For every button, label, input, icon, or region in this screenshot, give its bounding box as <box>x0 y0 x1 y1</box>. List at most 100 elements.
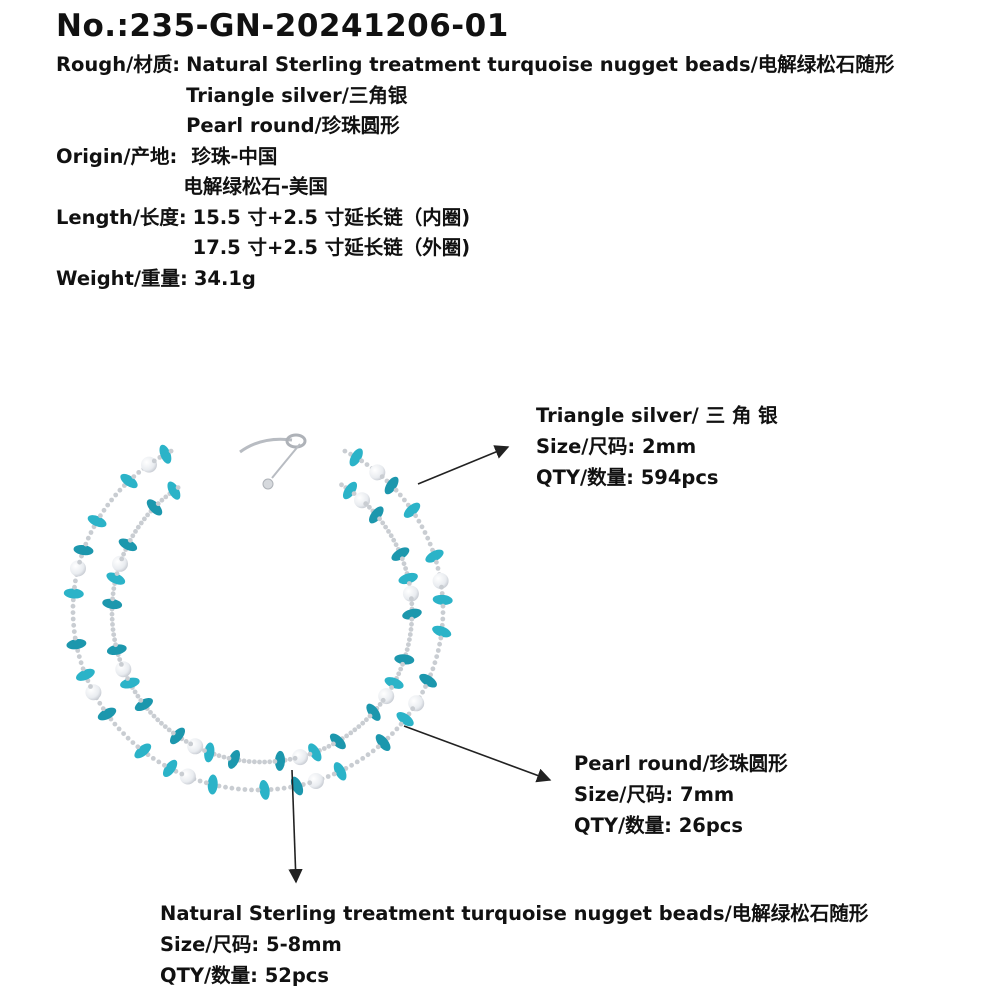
turquoise-nugget-bead <box>97 707 117 721</box>
spec-rough-silver: Triangle silver/三角银 <box>186 83 408 107</box>
triangle-silver-bead <box>125 676 130 681</box>
triangle-silver-bead <box>257 759 262 765</box>
triangle-silver-bead <box>166 727 172 733</box>
pearl-round-bead <box>179 768 196 785</box>
turquoise-nugget-bead <box>204 742 215 763</box>
spec-label-origin: Origin/产地: <box>56 144 178 168</box>
callout-turquoise-qty: QTY/数量: 52pcs <box>160 964 329 987</box>
triangle-silver-bead <box>380 520 386 526</box>
turquoise-nugget-bead <box>342 481 358 500</box>
pearl-round-bead <box>378 688 395 705</box>
triangle-silver-bead <box>229 785 235 791</box>
triangle-silver-bead <box>121 551 126 557</box>
triangle-silver-bead <box>188 741 194 747</box>
triangle-silver-bead <box>375 744 381 750</box>
turquoise-nugget-bead <box>120 677 140 689</box>
triangle-silver-bead <box>432 660 438 666</box>
turquoise-nugget-bead <box>366 703 381 721</box>
triangle-silver-bead <box>434 654 440 659</box>
turquoise-nugget-bead <box>432 625 452 638</box>
triangle-silver-bead <box>88 530 94 535</box>
triangle-silver-bead <box>73 578 78 584</box>
triangle-silver-bead <box>133 529 138 534</box>
triangle-silver-bead <box>109 611 115 617</box>
spec-row-length: Length/长度: 15.5 寸+2.5 寸延长链（内圈) 17.5 寸+2.… <box>56 203 894 264</box>
triangle-silver-bead <box>70 610 76 615</box>
triangle-silver-bead <box>391 537 397 543</box>
triangle-silver-bead <box>262 759 267 765</box>
turquoise-nugget-bead <box>369 506 384 524</box>
turquoise-nugget-bead <box>384 476 399 495</box>
triangle-silver-bead <box>401 561 407 567</box>
triangle-silver-bead <box>398 721 404 727</box>
product-number-title: No.:235-GN-20241206-01 <box>56 8 509 44</box>
triangle-silver-bead <box>413 513 418 519</box>
pearl-round-bead <box>432 572 449 589</box>
pearl-round-bead <box>307 773 324 789</box>
triangle-silver-bead <box>101 507 107 513</box>
triangle-silver-bead <box>402 497 407 503</box>
triangle-silver-bead <box>197 778 203 784</box>
callout-triangle-silver-name: Triangle silver/ 三 角 银 <box>536 404 778 427</box>
triangle-silver-bead <box>135 524 141 530</box>
triangle-silver-bead <box>77 559 82 565</box>
triangle-silver-bead <box>236 786 241 792</box>
triangle-silver-bead <box>138 698 144 703</box>
triangle-silver-bead <box>112 721 118 727</box>
turquoise-nugget-bead <box>76 668 95 681</box>
triangle-silver-bead <box>281 785 287 791</box>
triangle-silver-bead <box>403 566 408 571</box>
triangle-silver-bead <box>396 671 402 677</box>
triangle-silver-bead <box>159 497 165 503</box>
turquoise-nugget-bead <box>207 774 218 795</box>
triangle-silver-bead <box>112 637 117 643</box>
triangle-silver-bead <box>76 654 82 659</box>
triangle-silver-bead <box>111 632 117 637</box>
necklace-inner-strand <box>102 481 422 771</box>
triangle-silver-bead <box>292 755 298 761</box>
turquoise-nugget-bead <box>134 743 152 759</box>
triangle-silver-bead <box>440 603 446 609</box>
triangle-silver-bead <box>352 727 358 733</box>
triangle-silver-bead <box>409 596 414 602</box>
turquoise-nugget-bead <box>290 776 304 796</box>
turquoise-nugget-bead <box>403 502 421 518</box>
triangle-silver-bead <box>148 710 153 715</box>
triangle-silver-bead <box>138 520 144 526</box>
spec-values-origin: 珍珠-中国 电解绿松石-美国 <box>177 142 328 203</box>
spec-values-rough: Natural Sterling treatment turquoise nug… <box>180 50 894 142</box>
triangle-silver-bead <box>365 752 371 758</box>
turquoise-nugget-bead <box>227 749 241 769</box>
triangle-silver-bead <box>275 786 280 792</box>
triangle-silver-bead <box>377 516 382 522</box>
arrow-pearl-round <box>403 725 552 783</box>
triangle-silver-bead <box>151 713 157 719</box>
triangle-silver-bead <box>150 756 156 761</box>
turquoise-nugget-bead <box>66 639 87 650</box>
triangle-silver-bead <box>331 771 337 777</box>
triangle-silver-bead <box>121 731 126 736</box>
turquoise-nugget-bead <box>73 544 94 556</box>
triangle-silver-bead <box>162 724 168 729</box>
turquoise-nugget-bead <box>118 538 138 552</box>
turquoise-nugget-bead <box>349 448 363 467</box>
triangle-silver-bead <box>422 530 428 535</box>
callout-turquoise-size: Size/尺码: 5-8mm <box>160 933 342 956</box>
triangle-silver-bead <box>113 492 119 498</box>
spec-rough-pearl: Pearl round/珍珠圆形 <box>186 114 400 137</box>
turquoise-nugget-bead <box>394 654 415 665</box>
triangle-silver-bead <box>435 566 441 571</box>
triangle-silver-bead <box>399 556 405 562</box>
triangle-silver-bead <box>349 762 354 768</box>
triangle-silver-bead <box>427 541 433 547</box>
triangle-silver-bead <box>117 487 123 493</box>
triangle-silver-bead <box>132 689 138 695</box>
triangle-silver-bead <box>80 666 86 672</box>
triangle-silver-bead <box>398 666 404 672</box>
triangle-silver-bead <box>117 657 123 662</box>
triangle-silver-bead <box>419 524 425 530</box>
turquoise-nugget-bead <box>329 733 346 750</box>
spec-list: Rough/材质: Natural Sterling treatment tur… <box>56 50 894 294</box>
turquoise-nugget-bead <box>167 481 181 500</box>
pearl-round-bead <box>85 684 102 701</box>
